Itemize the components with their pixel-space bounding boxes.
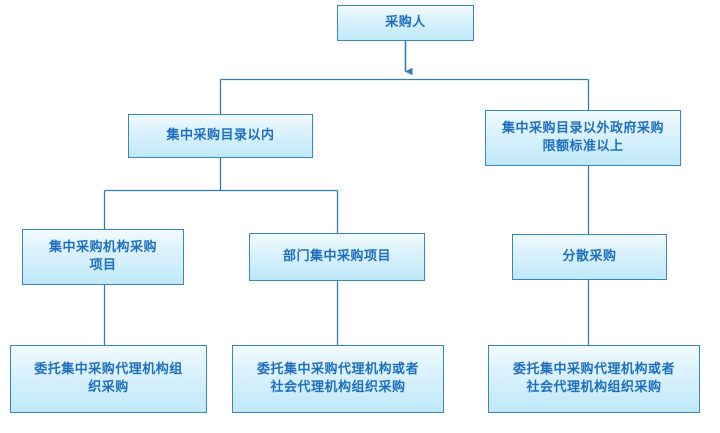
node-within-catalog[interactable]: 集中采购目录以内 bbox=[128, 114, 313, 158]
node-department-centralized-project[interactable]: 部门集中采购项目 bbox=[249, 233, 425, 281]
node-purchaser[interactable]: 采购人 bbox=[337, 5, 474, 41]
node-outside-catalog-above-threshold-label: 集中采购目录以外政府采购 限额标准以上 bbox=[501, 121, 664, 154]
node-purchaser-label: 采购人 bbox=[385, 15, 426, 31]
node-entrust-central-or-social-agency-right[interactable]: 委托集中采购代理机构或者 社会代理机构组织采购 bbox=[488, 345, 700, 413]
node-decentralized-procurement[interactable]: 分散采购 bbox=[512, 234, 667, 280]
node-centralized-agency-project[interactable]: 集中采购机构采购 项目 bbox=[22, 229, 184, 285]
node-entrust-central-or-social-agency-mid-label: 委托集中采购代理机构或者 社会代理机构组织采购 bbox=[256, 362, 419, 395]
node-centralized-agency-project-label: 集中采购机构采购 项目 bbox=[48, 240, 157, 273]
node-outside-catalog-above-threshold[interactable]: 集中采购目录以外政府采购 限额标准以上 bbox=[485, 110, 681, 166]
node-decentralized-procurement-label: 分散采购 bbox=[562, 249, 617, 265]
node-entrust-central-or-social-agency-mid[interactable]: 委托集中采购代理机构或者 社会代理机构组织采购 bbox=[232, 345, 444, 413]
node-entrust-central-agency[interactable]: 委托集中采购代理机构组 织采购 bbox=[10, 345, 207, 413]
node-entrust-central-or-social-agency-right-label: 委托集中采购代理机构或者 社会代理机构组织采购 bbox=[512, 362, 675, 395]
node-within-catalog-label: 集中采购目录以内 bbox=[166, 128, 275, 144]
node-department-centralized-project-label: 部门集中采购项目 bbox=[282, 249, 391, 265]
node-entrust-central-agency-label: 委托集中采购代理机构组 织采购 bbox=[34, 362, 183, 395]
